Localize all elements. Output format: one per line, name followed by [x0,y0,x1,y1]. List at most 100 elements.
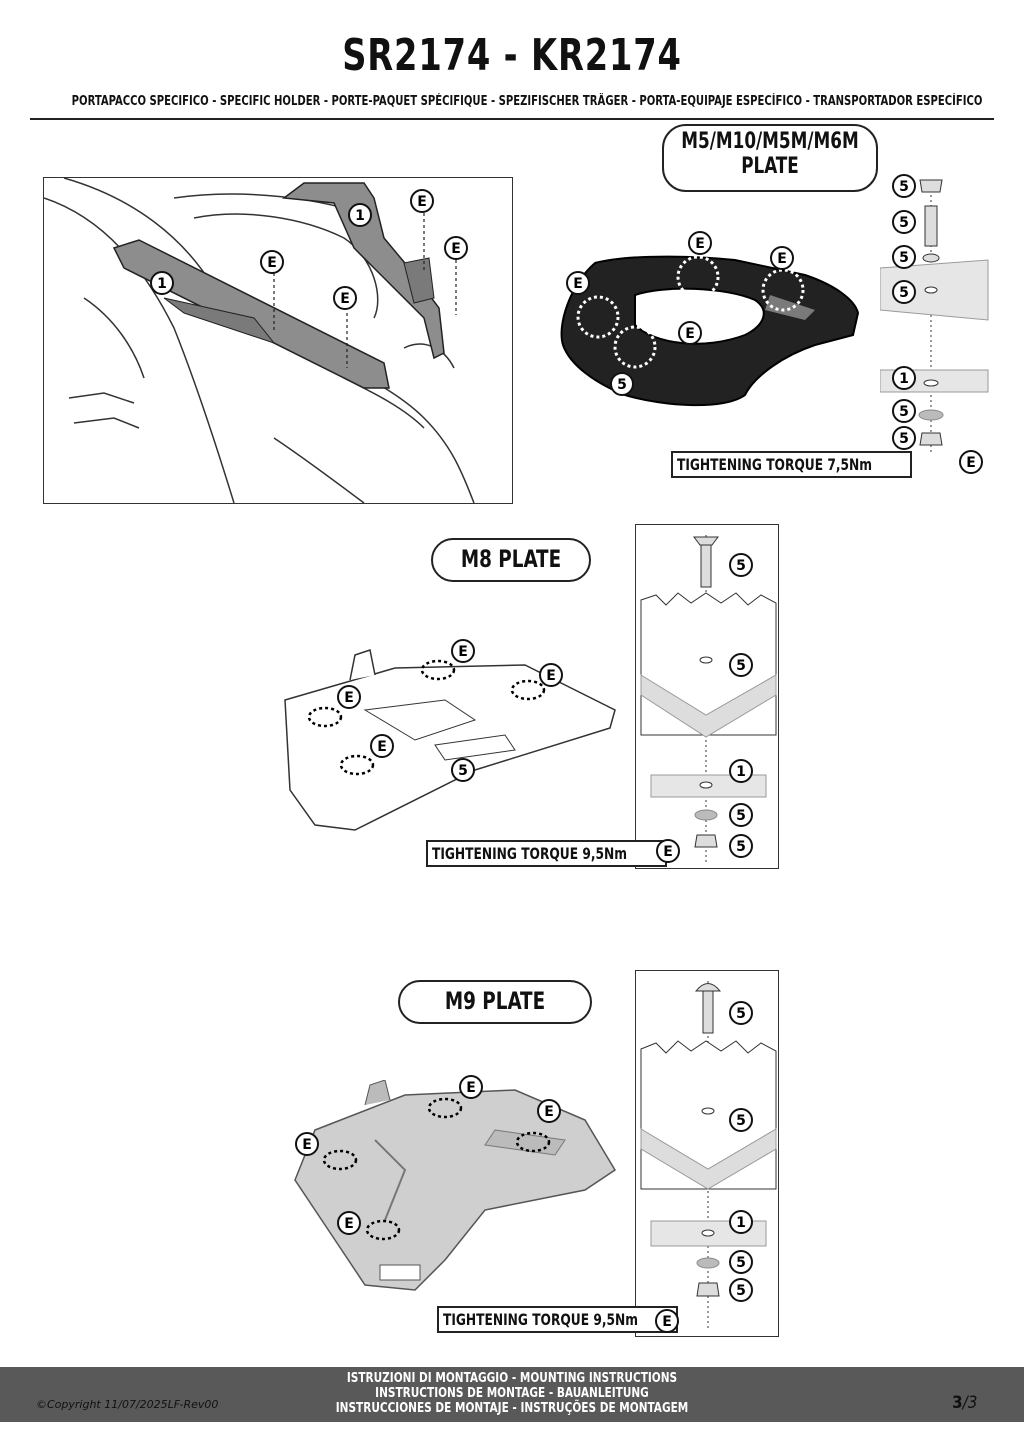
callout-circle [610,372,634,396]
callout-grease-e-badge: E [333,286,357,310]
callout-circle [729,653,753,677]
callout-screw-5-badge: 5 [451,758,475,782]
callout-circle [566,271,590,295]
callout-grease-e-badge: E [295,1132,319,1156]
m5-plate-illustration [560,255,860,407]
callout-label: E [663,844,673,860]
m5-plate-diagram [555,225,870,420]
callout-circle [655,1309,679,1333]
callout-circle [337,685,361,709]
callout-label: 5 [899,431,909,447]
callout-grease-e-badge: E [770,246,794,270]
callout-screw-5-badge: 5 [892,210,916,234]
callout-grease-e-badge: E [688,231,712,255]
callout-part-1-badge: 1 [729,759,753,783]
callout-circle [892,426,916,450]
m9-tightening-torque-text: TIGHTENING TORQUE 9,5Nm [443,1310,638,1329]
m8-plate-diagram [275,640,625,840]
callout-label: 5 [899,404,909,420]
m5-tightening-torque: TIGHTENING TORQUE 7,5Nm [671,451,913,478]
m8-tightening-torque-text: TIGHTENING TORQUE 9,5Nm [432,844,627,863]
callout-grease-e-badge: E [539,663,563,687]
callout-part-1-badge: 1 [150,271,174,295]
callout-screw-5-badge: 5 [892,174,916,198]
callout-circle [370,734,394,758]
page-number-total: /3 [962,1393,978,1413]
callout-label: E [466,1080,476,1096]
callout-circle [729,834,753,858]
callout-label: E [546,668,556,684]
callout-grease-e-badge: E [337,685,361,709]
callout-label: 1 [736,764,746,780]
callout-label: E [966,455,976,471]
m5-hardware-illustration [879,179,989,455]
page-number: 3/3 [952,1393,978,1413]
callout-circle [537,1099,561,1123]
callout-screw-5-badge: 5 [729,834,753,858]
callout-grease-e-badge: E [370,734,394,758]
callout-label: 5 [458,763,468,779]
callout-part-1-badge: 1 [892,366,916,390]
plate-label-m5: M5/M10/M5M/M6M PLATE [662,124,878,192]
callout-label: 1 [157,276,167,292]
plate-label-m5-line2: PLATE [741,154,799,179]
callout-grease-e-badge: E [444,236,468,260]
callout-circle [729,1001,753,1025]
callout-label: E [573,276,583,292]
m9-plate-diagram [285,1079,620,1295]
callout-screw-5-badge: 5 [729,1001,753,1025]
callout-label: E [340,291,350,307]
plate-label-m9: M9 PLATE [398,980,592,1024]
callout-label: 1 [899,371,909,387]
callout-circle [729,1108,753,1132]
callout-label: 5 [736,558,746,574]
callout-circle [348,203,372,227]
callout-screw-5-badge: 5 [729,803,753,827]
callout-label: E [417,194,427,210]
callout-label: 5 [736,1255,746,1271]
callout-label: E [695,236,705,252]
callout-part-1-badge: 1 [729,1210,753,1234]
callout-label: 1 [736,1215,746,1231]
callout-label: 5 [736,1283,746,1299]
copyright-text: ©Copyright 11/07/2025LF-Rev00 [36,1398,219,1411]
callout-screw-5-badge: 5 [729,1278,753,1302]
callout-screw-5-badge: 5 [729,1108,753,1132]
callout-label: 5 [899,285,909,301]
callout-circle [260,250,284,274]
callout-label: E [777,251,787,267]
footer-line-1: ISTRUZIONI DI MONTAGGIO - MOUNTING INSTR… [346,1371,678,1386]
callout-circle [892,399,916,423]
callout-part-1-badge: 1 [348,203,372,227]
m9-plate-illustration [294,1079,617,1291]
callout-circle [892,280,916,304]
page-number-current: 3 [952,1393,963,1413]
callout-grease-e-badge: E [656,839,680,863]
callout-screw-5-badge: 5 [729,653,753,677]
callout-grease-e-badge: E [410,189,434,213]
callout-grease-e-badge: E [260,250,284,274]
callout-circle [451,758,475,782]
callout-label: 5 [899,179,909,195]
callout-circle [451,639,475,663]
callout-label: 5 [736,839,746,855]
plate-label-m8-text: M8 PLATE [460,545,562,573]
callout-label: 5 [736,658,746,674]
footer-bar [0,1367,1024,1422]
callout-circle [656,839,680,863]
callout-grease-e-badge: E [451,639,475,663]
callout-grease-e-badge: E [537,1099,561,1123]
callout-label: 5 [899,215,909,231]
callout-screw-5-badge: 5 [892,245,916,269]
callout-label: E [377,739,387,755]
m8-plate-illustration [284,649,616,831]
callout-label: 5 [736,1113,746,1129]
document-subtitle: PORTAPACCO SPECIFICO - SPECIFIC HOLDER -… [71,94,983,109]
callout-screw-5-badge: 5 [729,553,753,577]
callout-label: E [544,1104,554,1120]
callout-grease-e-badge: E [678,321,702,345]
callout-label: 5 [736,1006,746,1022]
callout-screw-5-badge: 5 [892,399,916,423]
m5-hardware-stack [879,170,992,460]
